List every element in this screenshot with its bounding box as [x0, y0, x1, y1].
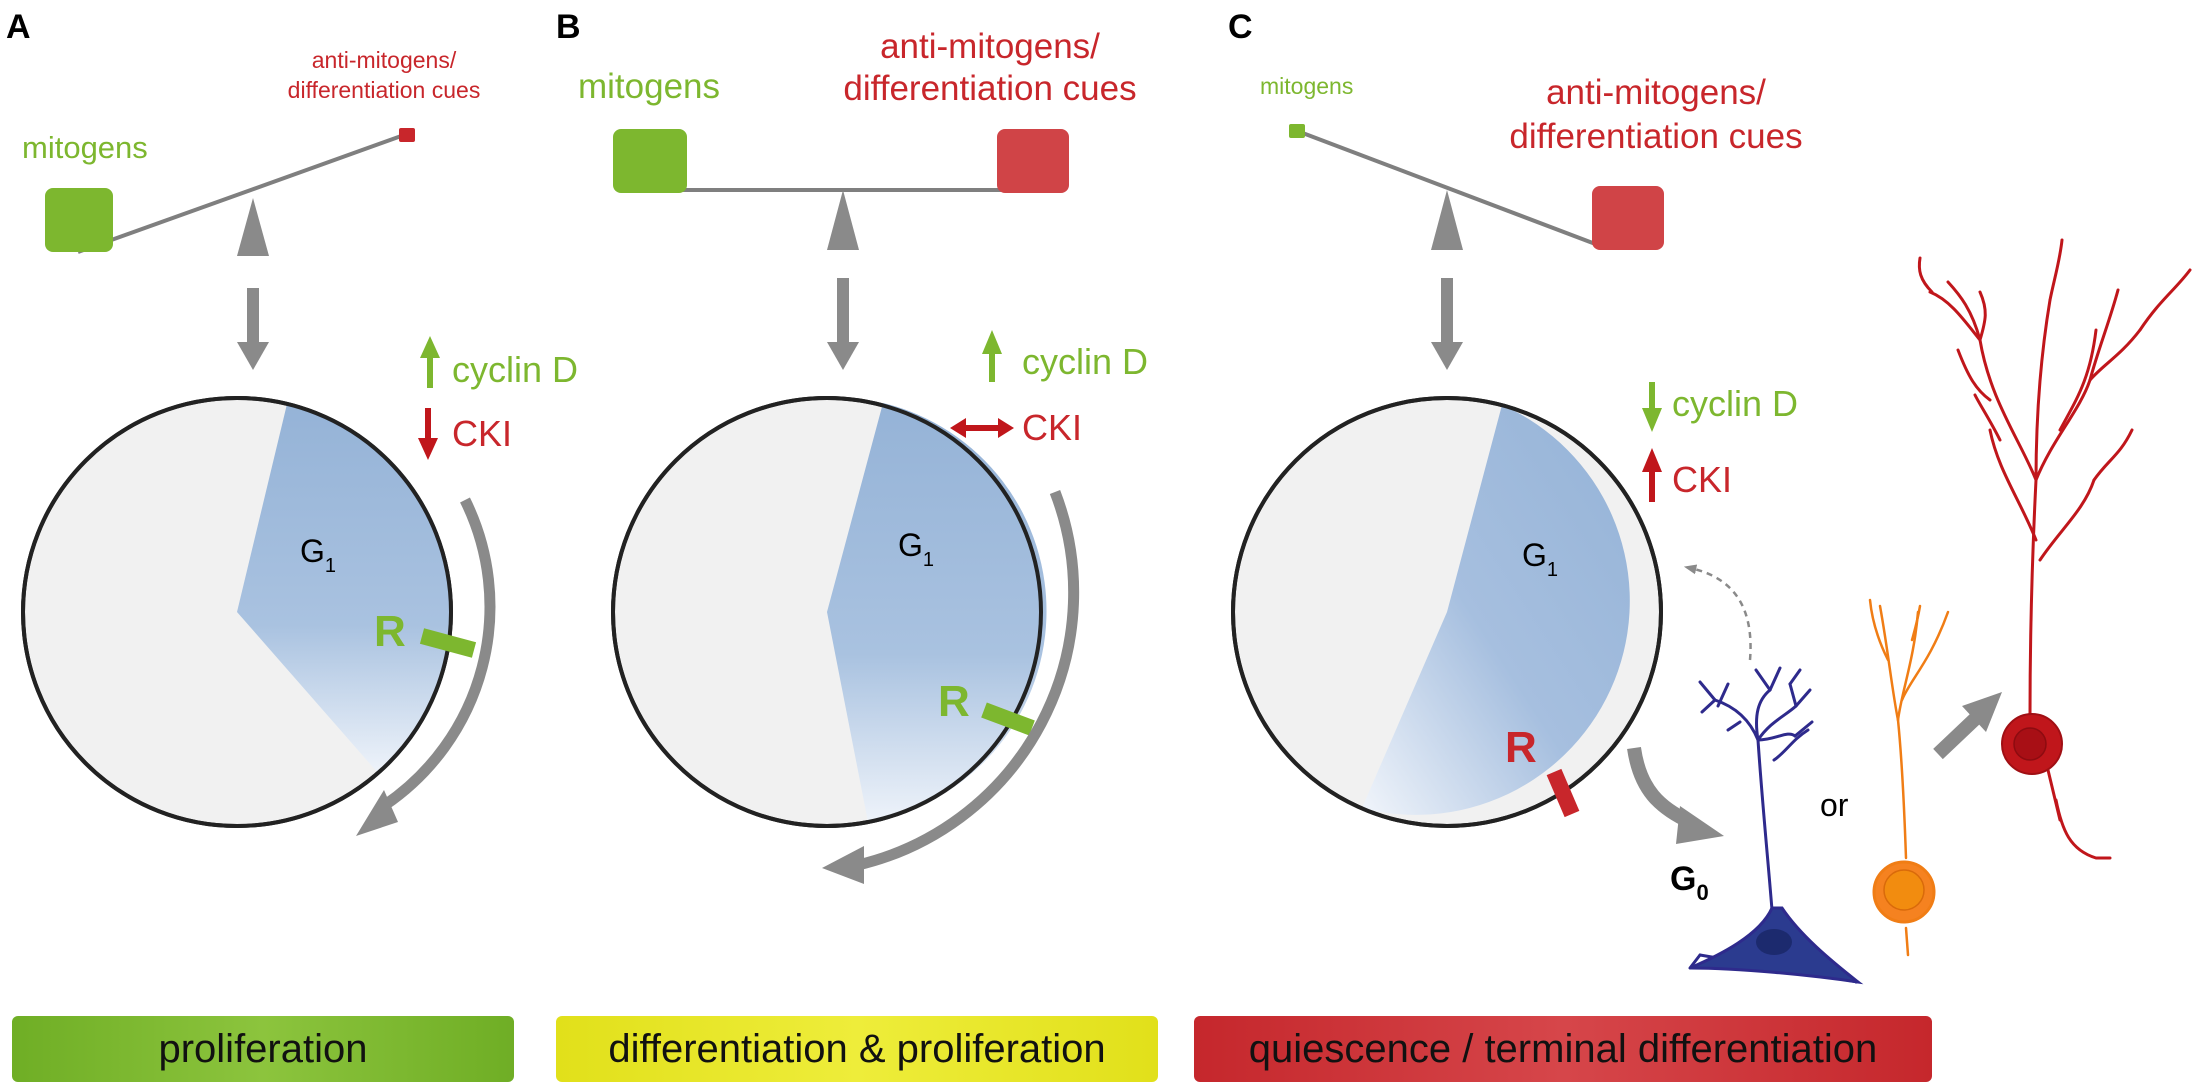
mitogens-label: mitogens	[1260, 73, 1353, 99]
outcome-bar-quiescence-terminal-differentiation: quiescence / terminal differentiation	[1194, 1016, 1932, 1082]
g1-label: G1	[300, 533, 336, 577]
balance-scale	[613, 129, 1069, 250]
outcome-label: quiescence / terminal differentiation	[1248, 1026, 1878, 1071]
g0-label: G0	[1670, 860, 1709, 905]
panel-letter-b: B	[556, 8, 581, 46]
outcome-label: differentiation & proliferation	[608, 1026, 1106, 1071]
panel-letter-c: C	[1228, 8, 1253, 46]
outcome-bar-proliferation: proliferation	[12, 1016, 514, 1082]
cki-label: CKI	[1672, 459, 1732, 500]
restriction-point	[419, 628, 477, 658]
cki-down-arrow	[418, 408, 438, 460]
restriction-point	[1546, 768, 1580, 818]
cell-cycle-circle	[21, 396, 453, 828]
double-arrow	[827, 278, 859, 370]
cyclin-d-label: cyclin D	[1672, 383, 1798, 424]
mitogens-label: mitogens	[22, 130, 148, 165]
g1-label: G1	[1522, 537, 1558, 581]
anti-mitogen-weight	[399, 128, 415, 142]
immature-neuron-icon	[1868, 598, 1950, 957]
balance-scale	[1289, 124, 1664, 250]
anti-mitogens-label-line1: anti-mitogens/	[1546, 73, 1766, 112]
anti-mitogens-label-line1: anti-mitogens/	[880, 27, 1100, 66]
progression-arrow	[856, 490, 1080, 871]
restriction-label: R	[1505, 723, 1537, 772]
mitogen-weight	[45, 188, 113, 252]
mature-neuron-icon	[1917, 238, 2192, 860]
panel-b: B mitogens anti-mitogens/ differentiatio…	[556, 8, 1148, 884]
cyclin-down-arrow	[1642, 382, 1662, 432]
progression-arrow	[381, 497, 496, 810]
double-arrow	[1431, 278, 1463, 370]
restriction-label: R	[938, 677, 970, 726]
double-arrow	[237, 288, 269, 370]
cki-label: CKI	[1022, 407, 1082, 448]
or-label: or	[1820, 787, 1849, 823]
outcome-label: proliferation	[158, 1026, 368, 1071]
mitogen-weight	[1289, 124, 1305, 138]
panel-a: A mitogens anti-mitogens/ differentiatio…	[6, 8, 578, 836]
cki-up-arrow	[1642, 448, 1662, 502]
reentry-dashed-arrow	[1683, 564, 1752, 661]
panel-c: C mitogens anti-mitogens/ differentiatio…	[1228, 8, 2192, 985]
cyclin-d-label: cyclin D	[1022, 341, 1148, 382]
anti-mitogens-label-line2: differentiation cues	[288, 77, 481, 103]
panel-letter-a: A	[6, 8, 31, 46]
cell-cycle-circle	[611, 396, 1047, 828]
restriction-label: R	[374, 607, 406, 656]
mitogen-weight	[613, 129, 687, 193]
anti-mitogens-label-line2: differentiation cues	[843, 69, 1136, 108]
cyclin-up-arrow	[982, 330, 1002, 382]
fulcrum	[237, 198, 269, 256]
anti-mitogen-weight	[997, 129, 1069, 193]
maturation-arrow	[1933, 692, 2002, 760]
g1-label: G1	[898, 527, 934, 571]
mitogens-label: mitogens	[578, 67, 720, 106]
anti-mitogens-label-line2: differentiation cues	[1509, 117, 1802, 156]
cki-label: CKI	[452, 413, 512, 454]
cyclin-d-label: cyclin D	[452, 349, 578, 390]
fulcrum	[1431, 190, 1463, 250]
fulcrum	[827, 190, 859, 250]
cki-double-arrow	[950, 418, 1014, 438]
balance-scale	[45, 128, 415, 256]
restriction-point	[981, 702, 1035, 736]
anti-mitogen-weight	[1592, 186, 1664, 250]
outcome-bar-differentiation-proliferation: differentiation & proliferation	[556, 1016, 1158, 1082]
cell-cycle-circle	[1231, 396, 1663, 828]
cyclin-up-arrow	[420, 336, 440, 388]
anti-mitogens-label-line1: anti-mitogens/	[312, 47, 457, 73]
